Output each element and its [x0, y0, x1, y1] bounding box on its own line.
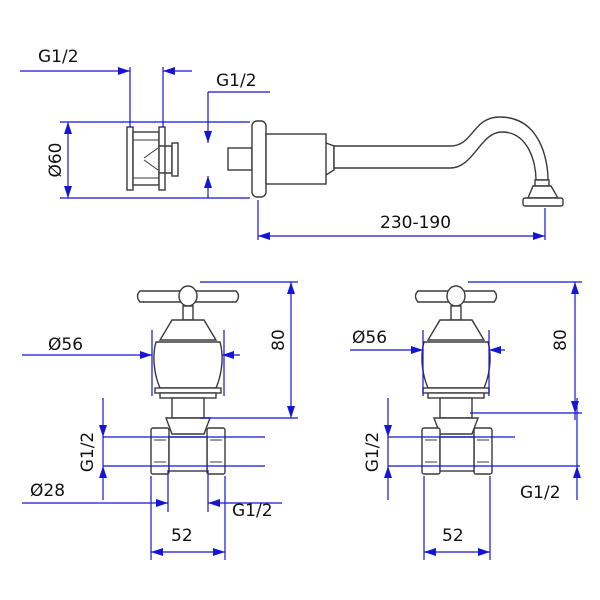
left-valve-dimensions [22, 281, 298, 560]
top-view: G1/2 G1/2 Ø60 230-190 [20, 47, 564, 240]
right-valve-dimensions [350, 281, 582, 560]
top-dia60-label: Ø60 [46, 142, 66, 177]
bottom-left-valve: Ø56 80 G1/2 Ø28 G1/2 52 [22, 281, 298, 560]
spout [227, 116, 564, 207]
right-width-label: 52 [442, 526, 464, 546]
top-length-label: 230-190 [380, 213, 451, 233]
top-g12-left-label: G1/2 [38, 47, 79, 67]
right-dia56-label: Ø56 [352, 328, 387, 348]
right-g12-bottom-label: G1/2 [520, 483, 561, 503]
right-valve-body [414, 285, 498, 475]
top-g12-right-label: G1/2 [216, 71, 257, 91]
left-width-label: 52 [171, 526, 193, 546]
left-dia56-label: Ø56 [48, 335, 83, 355]
left-height-label: 80 [269, 329, 289, 351]
left-g12-vertical-label: G1/2 [78, 432, 98, 473]
left-g12-bottom-label: G1/2 [232, 501, 273, 521]
bottom-right-valve: Ø56 80 G1/2 G1/2 52 [350, 281, 582, 560]
concealed-tee [126, 126, 179, 191]
left-valve-body [136, 285, 240, 475]
right-g12-vertical-label: G1/2 [363, 432, 383, 473]
top-view-dimensions [20, 67, 546, 240]
right-height-label: 80 [551, 329, 571, 351]
left-dia28-label: Ø28 [30, 481, 65, 501]
